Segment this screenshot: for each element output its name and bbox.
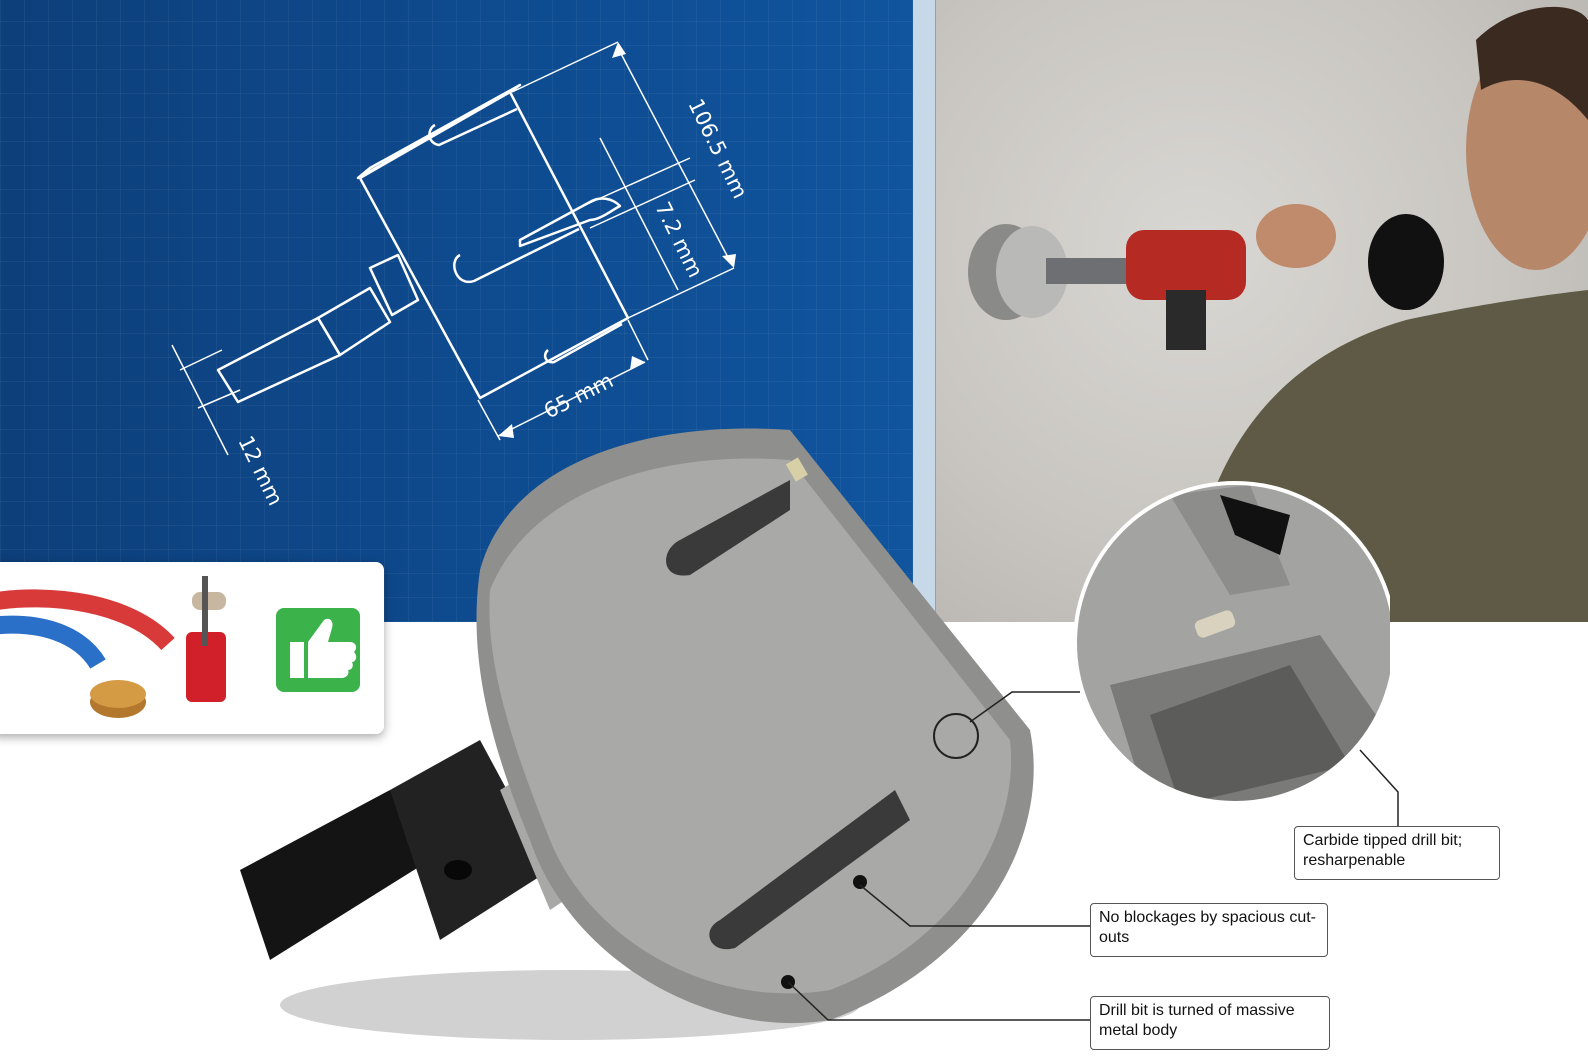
application-icons	[0, 576, 360, 718]
callout-body: Drill bit is turned of massive metal bod…	[1090, 996, 1330, 1050]
panel-divider	[913, 0, 936, 622]
thumbs-up-icon	[276, 608, 360, 692]
zoom-detail	[1073, 481, 1390, 805]
adapter-bolt	[444, 860, 472, 880]
pipe-icon	[0, 589, 175, 651]
application-panel	[0, 562, 384, 734]
technical-drawing	[171, 41, 736, 456]
fire-sprinkler-icon	[186, 632, 226, 702]
blueprint-panel: 106.5 mm 7.2 mm 65 mm 12 mm	[0, 0, 920, 622]
carbide-tip-marker	[933, 713, 979, 759]
callout-carbide: Carbide tipped drill bit; resharpenable	[1294, 826, 1500, 880]
hole-saw-product	[240, 428, 1034, 1040]
callout-cutouts: No blockages by spacious cut-outs	[1090, 903, 1328, 957]
